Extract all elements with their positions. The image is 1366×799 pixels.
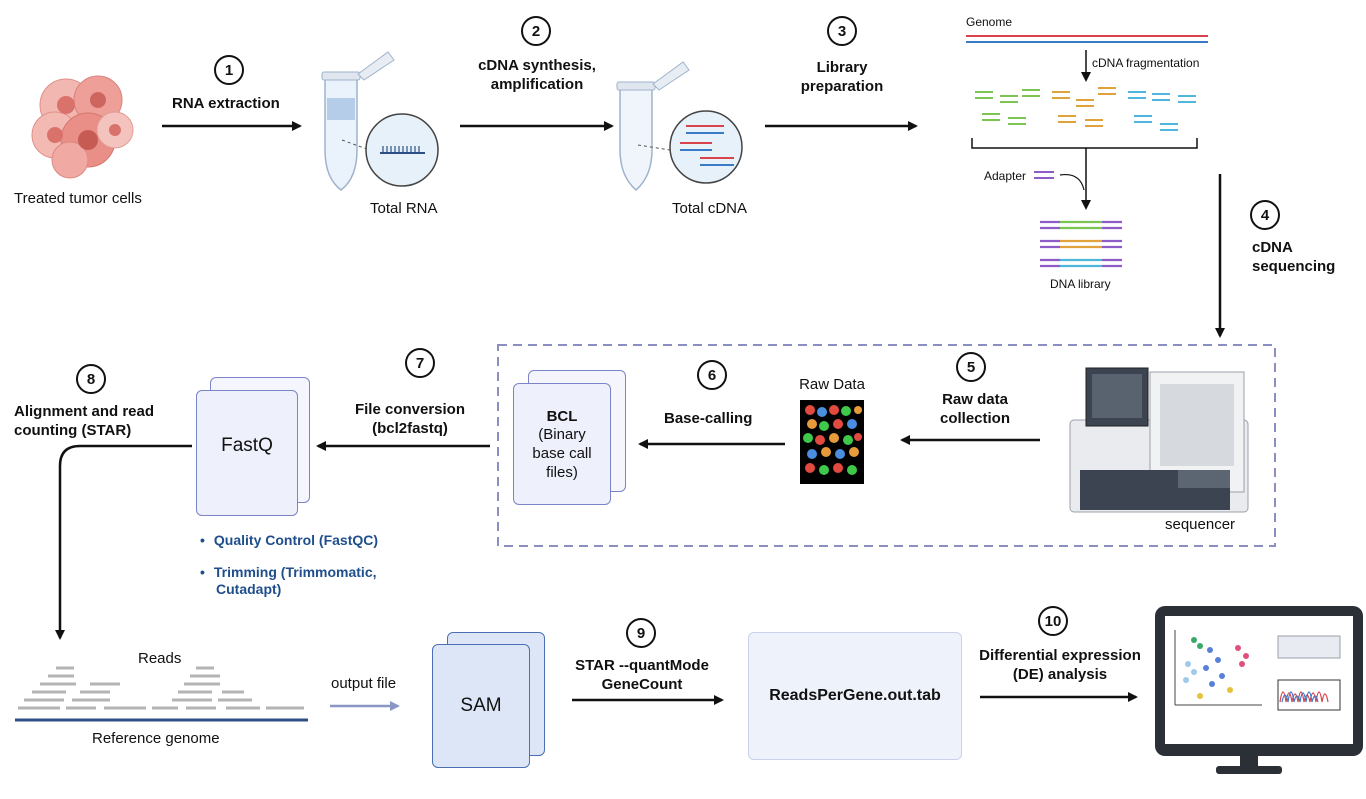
bcl-desc-line-3: files) (546, 464, 578, 481)
sequencing-dashed-box (497, 344, 1276, 547)
genome-label: Genome (966, 15, 1013, 29)
alignment-label: Alignment and read counting (STAR) (14, 402, 154, 440)
cdna-synthesis-label: cDNA synthesis, amplification (462, 56, 612, 94)
cdna-fragments (975, 87, 1196, 131)
bcl-desc-line-2: base call (532, 445, 592, 462)
sequencer-label: sequencer (1165, 516, 1236, 533)
cdna-synthesis-line-2: amplification (490, 76, 584, 93)
reads-pileup (18, 666, 304, 710)
bullet-dot: • (200, 532, 205, 548)
star-quant-line-2: GeneCount (601, 676, 683, 693)
arrow-step-8 (55, 444, 192, 640)
trim-item-line-2: Cutadapt) (216, 581, 282, 597)
file-conversion-line-1: File conversion (354, 401, 466, 418)
de-analysis-line-2: (DE) analysis (1012, 666, 1108, 683)
adapter-icon (1034, 171, 1085, 191)
dna-library-icon (1040, 220, 1122, 268)
raw-data-collection-label: Raw data collection (920, 390, 1030, 428)
cdna-sequencing-line-1: cDNA (1252, 239, 1293, 256)
sequencer-icon (1069, 367, 1249, 513)
adapter-label: Adapter (984, 169, 1027, 183)
qc-bullet: • Quality Control (FastQC) (200, 532, 378, 548)
bcl-desc-line-1: (Binary (538, 426, 586, 443)
file-conversion-label: File conversion (bcl2fastq) (340, 400, 480, 438)
library-prep-line-1: Library (816, 59, 868, 76)
step-1-badge: 1 (214, 55, 244, 85)
library-prep-line-2: preparation (800, 78, 884, 95)
cdna-tube-icon (616, 61, 743, 191)
fragment-bracket (971, 138, 1198, 149)
bullet-dot: • (200, 564, 205, 580)
cdna-sequencing-line-2: sequencing (1252, 258, 1336, 275)
output-file-label: output file (331, 675, 397, 692)
tumor-cells-icon (31, 75, 134, 179)
step-5-badge: 5 (956, 352, 986, 382)
alignment-line-1: Alignment and read (14, 403, 155, 420)
star-quant-line-1: STAR --quantMode (575, 657, 709, 674)
de-analysis-label: Differential expression (DE) analysis (970, 646, 1150, 684)
step-9-badge: 9 (626, 618, 656, 648)
base-calling-label: Base-calling (664, 410, 753, 427)
reads-per-gene-card: ReadsPerGene.out.tab (748, 632, 962, 760)
qc-item-text: Quality Control (FastQC) (213, 532, 379, 548)
step-6-badge: 6 (697, 360, 727, 390)
bcl-file-card: BCL (Binary base call files) (513, 383, 611, 505)
raw-data-collection-line-1: Raw data (942, 391, 1008, 408)
reads-per-gene-label: ReadsPerGene.out.tab (769, 687, 941, 704)
raw-data-collection-line-2: collection (939, 410, 1010, 427)
reference-genome-label: Reference genome (92, 730, 220, 747)
cdna-fragmentation-label: cDNA fragmentation (1092, 56, 1200, 70)
cdna-sequencing-label: cDNA sequencing (1252, 238, 1335, 276)
monitor-icon (1155, 606, 1363, 774)
dna-library-label: DNA library (1050, 277, 1111, 291)
cdna-synthesis-line-1: cDNA synthesis, (478, 57, 596, 74)
raw-data-label: Raw Data (799, 376, 865, 393)
step-4-badge: 4 (1250, 200, 1280, 230)
library-prep-label: Library preparation (786, 58, 898, 96)
fastq-label: FastQ (221, 435, 273, 456)
rna-tube-icon (321, 51, 439, 191)
total-cdna-label: Total cDNA (672, 200, 748, 217)
de-analysis-line-1: Differential expression (979, 647, 1141, 664)
file-conversion-line-2: (bcl2fastq) (372, 420, 448, 437)
step-3-badge: 3 (827, 16, 857, 46)
total-rna-label: Total RNA (370, 200, 438, 217)
genome-strand (966, 35, 1208, 43)
bcl-title: BCL (546, 408, 578, 425)
bcl-desc: (Binary base call files) (514, 425, 610, 482)
sam-file-card: SAM (432, 644, 530, 768)
step-7-badge: 7 (405, 348, 435, 378)
sam-label: SAM (460, 695, 502, 716)
star-quant-label: STAR --quantMode GeneCount (562, 656, 722, 694)
reads-label: Reads (138, 650, 182, 667)
raw-data-icon (800, 400, 864, 484)
alignment-line-2: counting (STAR) (14, 422, 132, 439)
trim-item-line-1: Trimming (Trimmomatic, (213, 564, 377, 580)
trim-bullet: • Trimming (Trimmomatic, Cutadapt) (200, 564, 377, 598)
step-8-badge: 8 (76, 364, 106, 394)
treated-cells-label: Treated tumor cells (14, 190, 142, 207)
fastq-file-card: FastQ (196, 390, 298, 516)
rna-extraction-label: RNA extraction (172, 95, 280, 112)
step-2-badge: 2 (521, 16, 551, 46)
step-10-badge: 10 (1038, 606, 1068, 636)
